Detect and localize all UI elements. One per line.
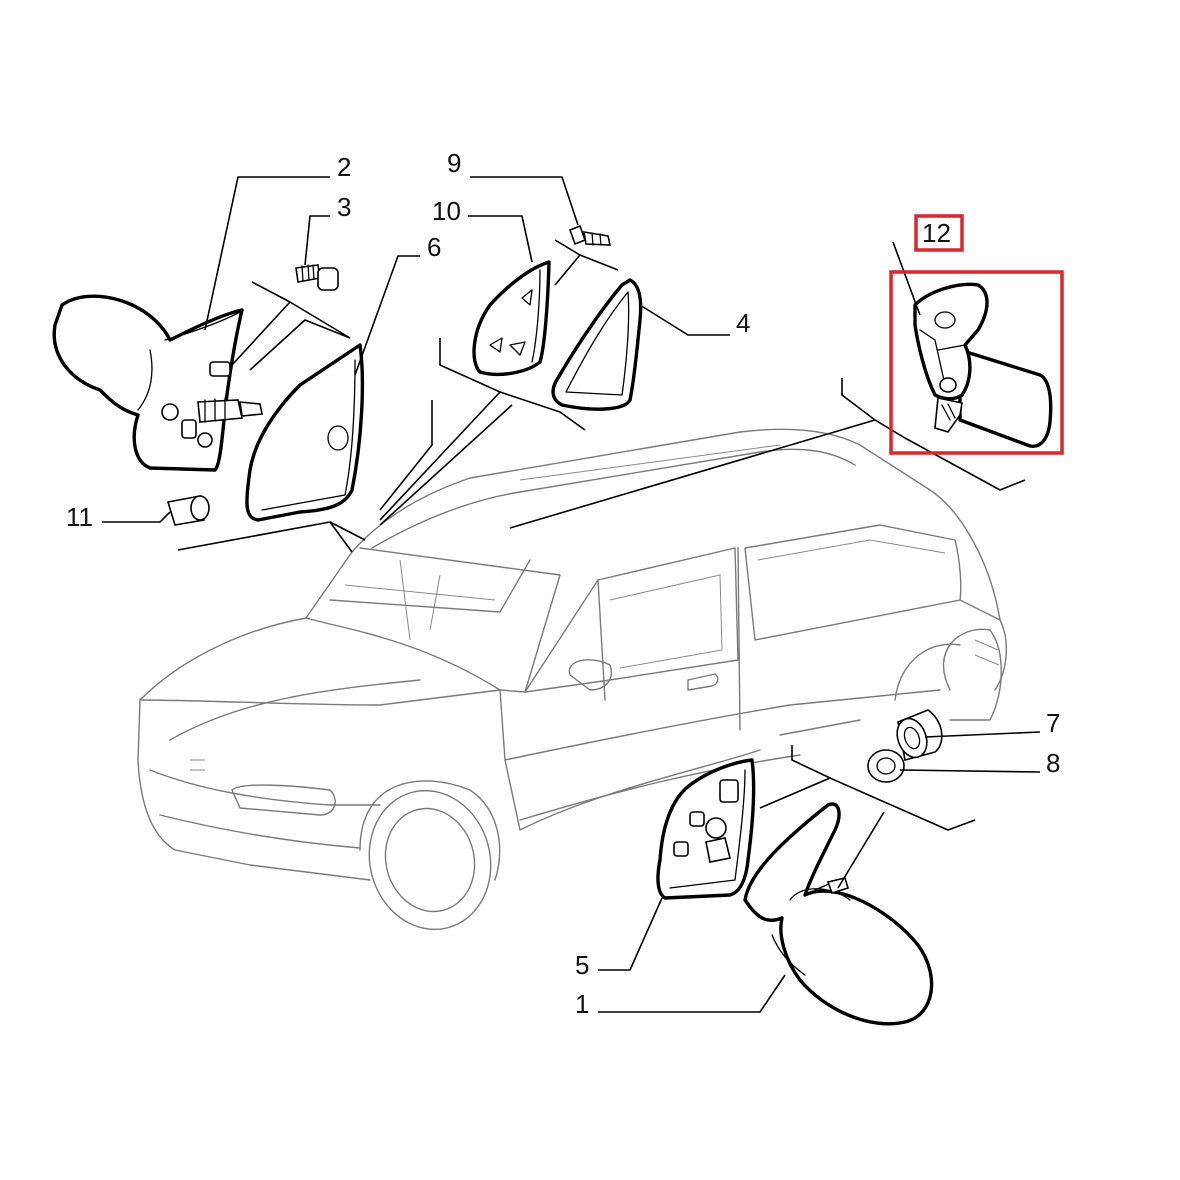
part-1-right-mirror [743,802,934,1026]
callout-12: 12 [922,218,951,248]
part-9-screw [568,224,612,246]
callout-2: 2 [337,152,351,182]
highlight-box-part-12 [889,270,1064,455]
callout-3: 3 [337,192,351,222]
car-body [137,428,1008,931]
part-10-inner-trim [472,260,551,377]
part-12-interior-mirror [913,282,1053,448]
callout-10: 10 [432,196,461,226]
part-7-grommet [896,709,943,761]
callout-5: 5 [575,950,589,980]
callout-8: 8 [1046,748,1060,778]
leader-lines [102,176,1041,1013]
callout-7: 7 [1046,708,1060,738]
part-8-grommet [867,749,905,783]
callout-9: 9 [447,148,461,178]
callout-6: 6 [427,232,441,262]
callout-numbers: 2 3 6 9 10 4 11 12 7 8 5 1 [66,148,1060,1019]
part-4-seal [551,278,643,411]
part-5-right-mirror-base [656,758,756,900]
part-3-screw [295,264,339,291]
part-2-left-mirror [52,294,263,472]
callout-1: 1 [575,989,589,1019]
callout-4: 4 [736,308,750,338]
callout-11: 11 [66,502,93,532]
highlight-box-label-12 [914,214,964,252]
part-6-left-mirror-glass [245,343,365,522]
part-11-bush [166,495,210,526]
